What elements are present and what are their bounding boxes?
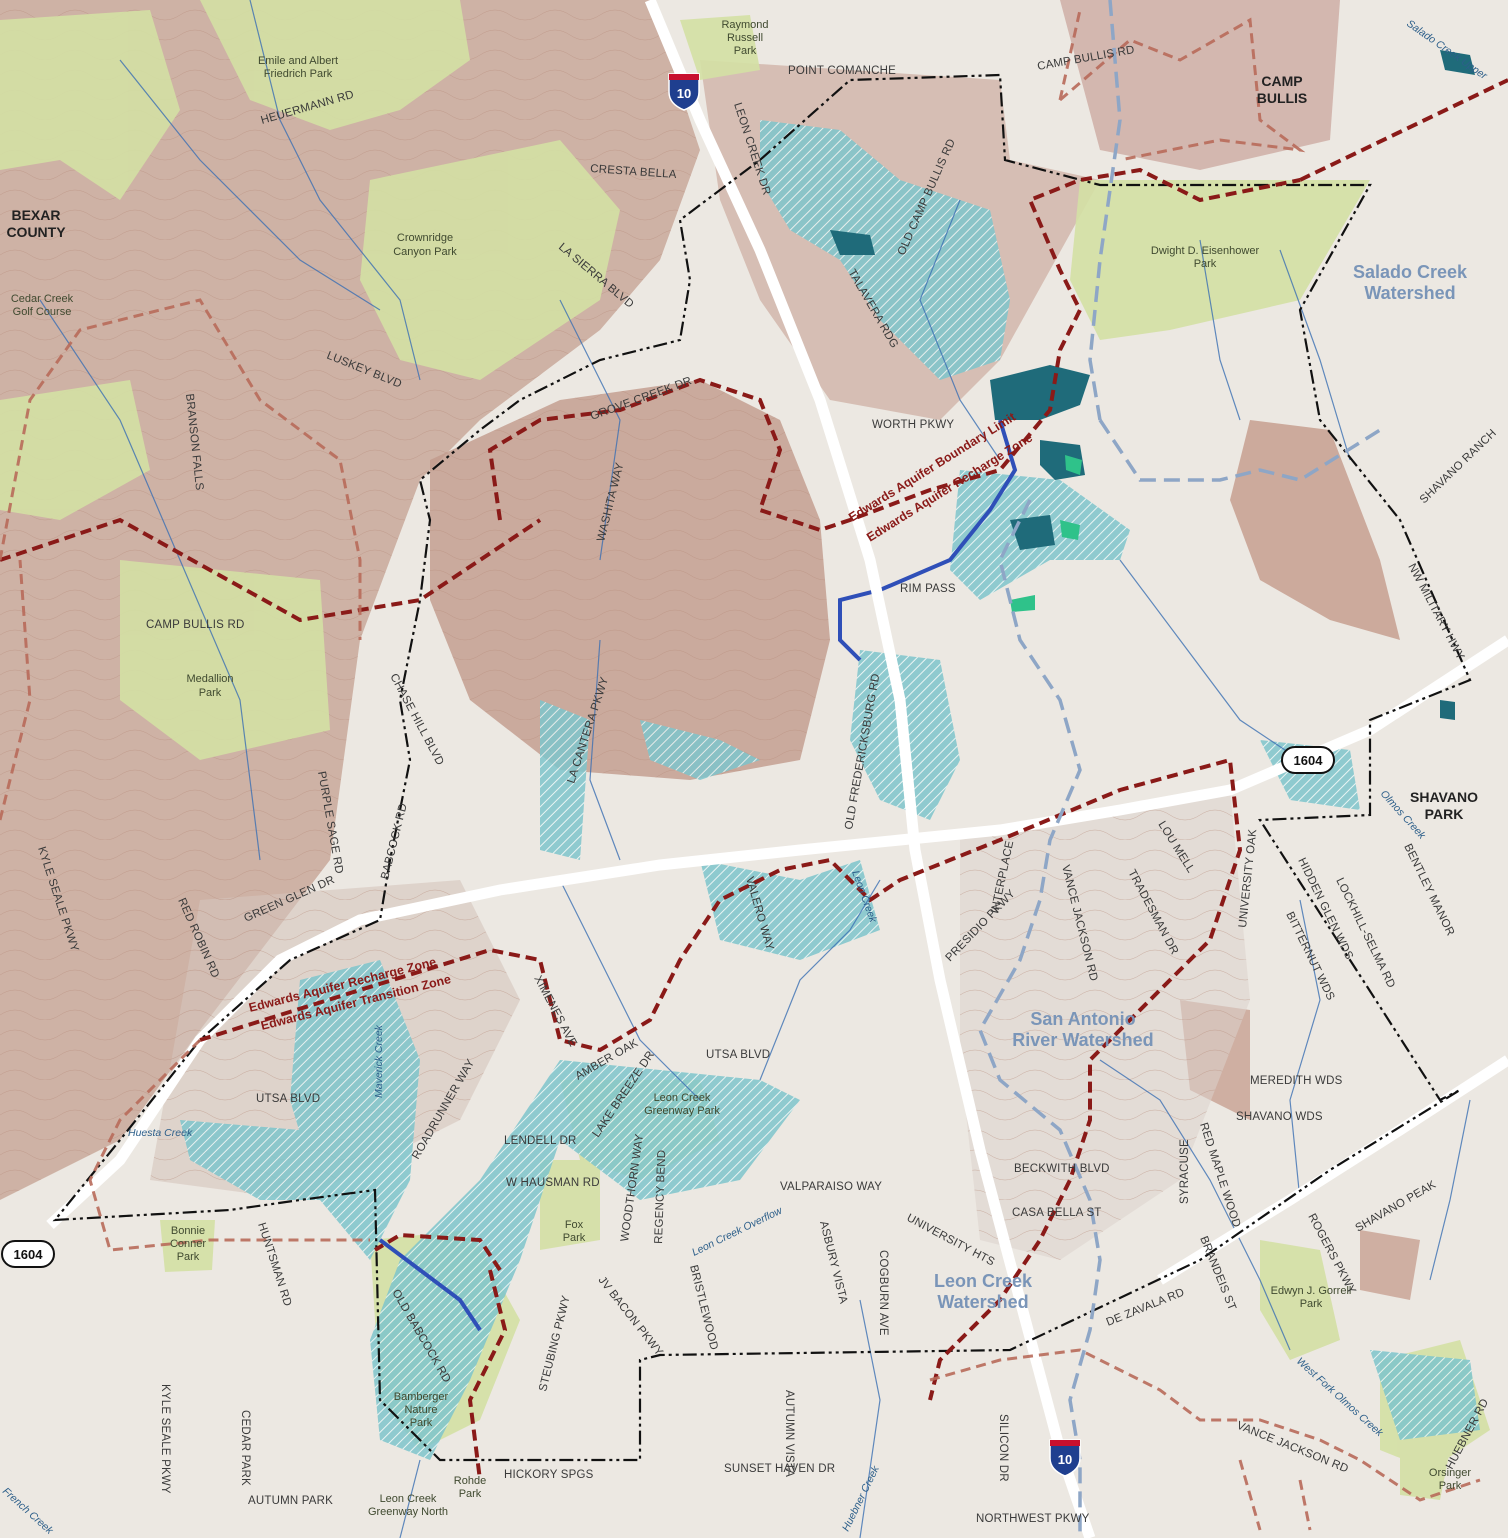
- cogburn-ave-label: COGBURN AVE: [877, 1250, 889, 1336]
- loop-1604-shield-right: 1604: [1281, 746, 1335, 774]
- loop-1604-label-left: 1604: [14, 1247, 44, 1262]
- silicon-dr-label: SILICON DR: [997, 1414, 1009, 1482]
- casa-bella-st-label: CASA BELLA ST: [1012, 1207, 1102, 1219]
- planning-area-boundary: [52, 73, 1472, 1462]
- point-comanche-label: POINT COMANCHE: [788, 65, 896, 77]
- cedar-park-label: CEDAR PARK: [239, 1410, 251, 1486]
- sunset-haven-dr-label: SUNSET HAVEN DR: [724, 1463, 835, 1475]
- syracuse-label: SYRACUSE: [1179, 1139, 1191, 1204]
- hickory-spgs-label: HICKORY SPGS: [504, 1469, 594, 1481]
- w-hausman-rd-label: W HAUSMAN RD: [506, 1177, 600, 1189]
- utsa-blvd-left-label: UTSA BLVD: [256, 1093, 320, 1105]
- utsa-blvd-right-label: UTSA BLVD: [706, 1049, 770, 1061]
- shavano-wds-label: SHAVANO WDS: [1236, 1111, 1323, 1123]
- bright-water-bodies: [1010, 455, 1082, 612]
- aquifer-boundary-lines: [0, 78, 1508, 1481]
- rim-pass-label: RIM PASS: [900, 583, 956, 595]
- interstate-10-shield-bottom: 10: [1049, 1439, 1081, 1477]
- worth-pkwy-label: WORTH PKWY: [872, 419, 954, 431]
- autumn-park-label: AUTUMN PARK: [248, 1495, 333, 1507]
- camp-bullis-rd-left-label: CAMP BULLIS RD: [146, 619, 244, 631]
- aquifer-transition-lines: [0, 9, 1481, 1531]
- regency-bend-label: REGENCY BEND: [653, 1150, 668, 1245]
- lendell-dr-label: LENDELL DR: [504, 1135, 577, 1147]
- stream-network: [39, 0, 1471, 1538]
- interstate-10-label-top: 10: [677, 86, 691, 101]
- huesta-creek-label: Huesta Creek: [128, 1127, 193, 1139]
- interstate-10-label-bottom: 10: [1058, 1452, 1072, 1467]
- loop-1604-label-right: 1604: [1294, 753, 1324, 768]
- northwest-pkwy-label: NORTHWEST PKWY: [976, 1513, 1090, 1525]
- floodplain-areas: [180, 120, 1480, 1460]
- interstate-10-shield-top: 10: [668, 73, 700, 111]
- meredith-wds-label: MEREDITH WDS: [1250, 1075, 1343, 1087]
- watershed-divides: [978, 0, 1381, 1538]
- interstate-10-road: [644, 0, 1096, 1538]
- autumn-vista-label: AUTUMN VISTA: [783, 1390, 795, 1477]
- loop-1604-shield-left: 1604: [1, 1240, 55, 1268]
- beckwith-blvd-label: BECKWITH BLVD: [1014, 1163, 1110, 1175]
- main-river: [378, 419, 1018, 1332]
- valparaiso-way-label: VALPARAISO WAY: [780, 1181, 882, 1193]
- kyle-seale-pkwy-bottom-label: KYLE SEALE PKWY: [159, 1384, 171, 1494]
- maverick-creek-label: Maverick Creek: [373, 1024, 385, 1098]
- loop-1604-road: [46, 635, 1508, 1285]
